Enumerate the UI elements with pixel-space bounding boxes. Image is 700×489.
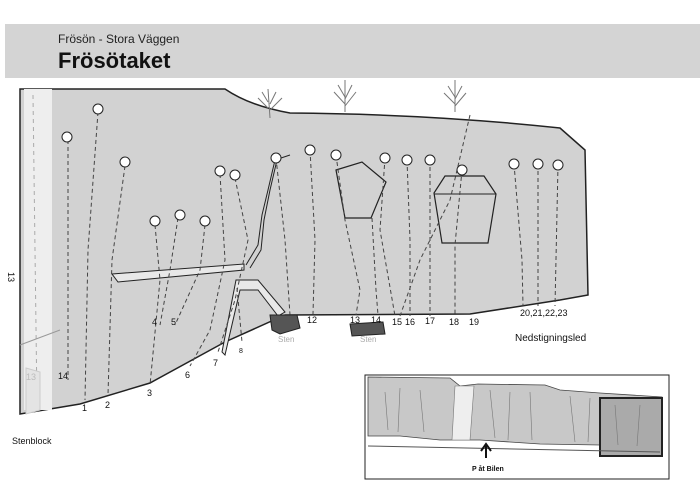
- boulder-1-label: Sten: [278, 335, 294, 344]
- tree-3: [444, 80, 466, 112]
- anchor-icon: [175, 210, 185, 220]
- boulder-field-label: Stenblock: [12, 436, 52, 446]
- anchor-icon: [200, 216, 210, 226]
- boulder-2-label: Sten: [360, 335, 376, 344]
- route-label-5: 5: [171, 317, 176, 327]
- anchor-icon: [331, 150, 341, 160]
- anchor-icon: [553, 160, 563, 170]
- side-number-13: 13: [6, 272, 16, 282]
- anchor-icon: [425, 155, 435, 165]
- route-label-2: 2: [105, 400, 110, 410]
- route-label-12: 12: [307, 315, 317, 325]
- route-label-7: 7: [213, 358, 218, 368]
- descent-label: Nedstigningsled: [515, 333, 586, 344]
- anchor-icon: [62, 132, 72, 142]
- route-label-1: 1: [82, 403, 87, 413]
- route-label-3: 3: [147, 388, 152, 398]
- route-label-8: 8: [239, 348, 243, 355]
- route-label-15: 15: [392, 317, 402, 327]
- anchor-icon: [457, 165, 467, 175]
- anchor-icon: [150, 216, 160, 226]
- route-label-20-23: 20,21,22,23: [520, 308, 568, 318]
- anchor-icon: [230, 170, 240, 180]
- faded-route-13-label: 13: [26, 372, 36, 382]
- tree-2: [334, 80, 356, 112]
- route-label-4: 4: [152, 317, 157, 327]
- route-label-16: 16: [405, 317, 415, 327]
- anchor-icon: [533, 159, 543, 169]
- route-label-19: 19: [469, 317, 479, 327]
- anchor-icon: [509, 159, 519, 169]
- rock-edge-light: [24, 89, 52, 410]
- overview-gully: [452, 386, 474, 440]
- anchor-icon: [215, 166, 225, 176]
- anchor-icon: [271, 153, 281, 163]
- overview-highlight: [600, 398, 662, 456]
- overview-parking-label: P åt Bilen: [472, 465, 504, 473]
- rock-face: [20, 89, 588, 414]
- anchor-icon: [120, 157, 130, 167]
- anchor-icon: [305, 145, 315, 155]
- anchor-icon: [402, 155, 412, 165]
- anchor-icon: [380, 153, 390, 163]
- route-label-6: 6: [185, 370, 190, 380]
- route-label-14b: 14: [371, 315, 381, 325]
- route-label-17: 17: [425, 316, 435, 326]
- route-label-13: 13: [350, 315, 360, 325]
- route-label-14: 14: [58, 371, 68, 381]
- anchor-icon: [93, 104, 103, 114]
- route-label-18: 18: [449, 317, 459, 327]
- boulder-1: [270, 315, 300, 334]
- overview-map: P åt Bilen: [365, 375, 669, 479]
